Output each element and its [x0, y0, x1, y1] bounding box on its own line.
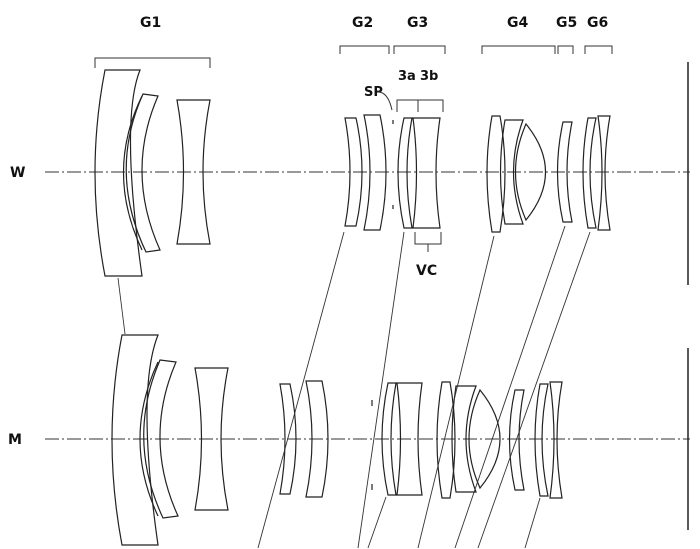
- track-g6-lower: [524, 497, 541, 549]
- track-g3: [357, 231, 405, 549]
- sp-leader: [377, 91, 393, 111]
- w-g4-lens2: [499, 119, 524, 225]
- bracket-g2: [339, 45, 390, 54]
- w-g4-lens3: [514, 122, 546, 222]
- label-3a: 3a: [398, 69, 416, 84]
- track-g3-lower: [367, 496, 387, 549]
- m-g2-lens1: [279, 383, 297, 495]
- bracket-g1: [94, 57, 211, 68]
- bracket-vc: [414, 232, 442, 245]
- m-g3-lens1: [381, 382, 397, 496]
- m-g1-lens1: [111, 334, 159, 546]
- w-g3-lens2: [412, 117, 441, 229]
- label-g3: G3: [407, 15, 428, 31]
- bracket-3a: [396, 99, 419, 112]
- track-g4: [417, 235, 495, 549]
- label-g4: G4: [507, 15, 528, 31]
- w-g1-lens1: [94, 69, 143, 277]
- m-g6-lens1: [534, 383, 549, 497]
- w-g1-lens3: [125, 93, 161, 253]
- w-g2-lens2: [363, 114, 387, 231]
- m-g4-lens3: [468, 388, 501, 490]
- bracket-g4: [481, 45, 556, 54]
- w-g6-lens2: [597, 115, 611, 231]
- m-g1-lens2: [139, 361, 159, 517]
- w-g6-lens1: [582, 117, 597, 229]
- label-g5: G5: [556, 15, 577, 31]
- label-g1: G1: [140, 15, 161, 31]
- m-g5-lens1: [508, 389, 525, 491]
- label-g6: G6: [587, 15, 608, 31]
- m-g6-lens2: [549, 381, 563, 499]
- bracket-g6: [584, 45, 613, 54]
- w-g1-lens2: [123, 95, 143, 251]
- m-g2-lens2: [305, 380, 329, 498]
- w-g5-lens1: [556, 121, 573, 223]
- track-g2: [257, 231, 345, 549]
- label-wide: W: [10, 165, 25, 181]
- m-g4-lens2: [451, 385, 477, 493]
- label-sp: SP: [364, 85, 383, 100]
- w-g1-lens4: [176, 99, 211, 245]
- bracket-g5: [557, 45, 574, 54]
- m-g1-lens4: [194, 367, 229, 511]
- w-g3-lens1: [397, 117, 413, 229]
- m-g1-lens3: [143, 359, 179, 519]
- w-g4-lens1: [486, 115, 506, 233]
- track-g1: [117, 277, 126, 335]
- label-middle: M: [8, 432, 22, 448]
- label-3b: 3b: [420, 69, 438, 84]
- m-g3-lens2: [396, 382, 423, 496]
- label-g2: G2: [352, 15, 373, 31]
- w-g2-lens1: [344, 117, 363, 227]
- label-vc: VC: [416, 263, 437, 279]
- track-g5: [454, 225, 566, 549]
- bracket-3b: [418, 99, 444, 112]
- track-g6: [477, 231, 591, 549]
- bracket-g3: [393, 45, 446, 54]
